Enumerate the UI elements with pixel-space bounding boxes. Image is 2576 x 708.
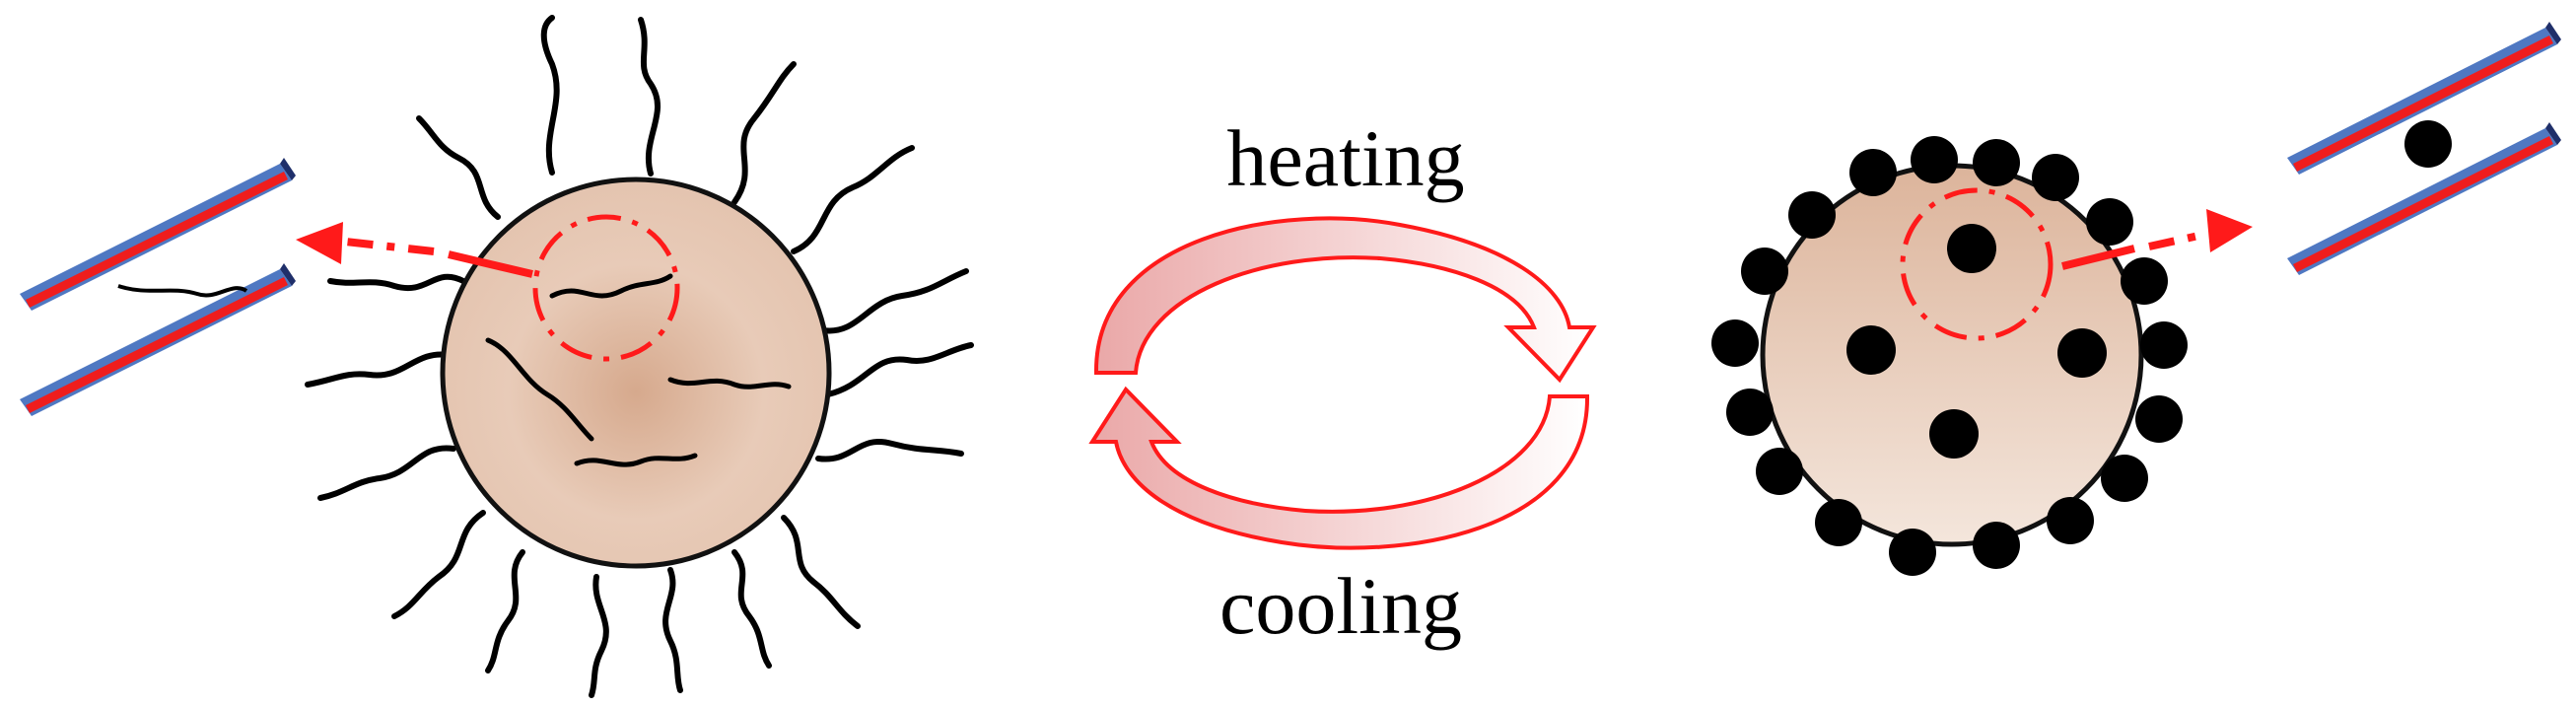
globule [1788, 191, 1836, 239]
globule [2086, 198, 2133, 246]
zoom-circle [1900, 187, 2054, 341]
polymer-chain [391, 510, 486, 619]
right-rod-pair [2287, 22, 2561, 275]
globule [1741, 248, 1788, 295]
globule [2032, 154, 2079, 201]
globule [1815, 499, 1862, 546]
zoom-leader-line [448, 250, 533, 278]
polymer-chain [327, 273, 466, 291]
polymer-chain [825, 342, 974, 397]
rod-bottom [20, 263, 296, 416]
polymer-chain [549, 273, 673, 299]
zoom-arrowhead [296, 222, 343, 264]
cooling-arrow[interactable] [1088, 386, 1590, 550]
globule [2101, 455, 2148, 502]
polymer-chain [540, 15, 560, 176]
polymer-chain [485, 549, 525, 673]
heating-arrow[interactable] [1093, 216, 1597, 384]
polymer-chain [781, 515, 861, 629]
polymer-chain [662, 567, 683, 693]
globule [1929, 409, 1979, 459]
globule [2047, 497, 2094, 544]
particle-core [440, 177, 832, 569]
globule [1849, 149, 1897, 196]
zoom-leader-line [2061, 245, 2135, 270]
zoom-pointer-line [2148, 231, 2204, 250]
globule [2121, 257, 2168, 305]
globule [1973, 522, 2020, 569]
polymer-chain [574, 453, 698, 467]
rod-top [2287, 22, 2561, 175]
globule [1726, 389, 1774, 436]
outer-polymer-chains [305, 15, 974, 698]
polymer-chain [305, 351, 452, 388]
extended-chain-particle [296, 15, 974, 698]
polymer-chain [638, 17, 661, 177]
polymer-chain [416, 115, 501, 220]
polymer-chain [485, 337, 594, 442]
zoom-pointer-line [344, 238, 435, 255]
inner-globules [1846, 224, 2107, 459]
polymer-chain [791, 145, 915, 254]
rod-top [20, 158, 296, 311]
globule [1973, 139, 2020, 186]
globule [2140, 321, 2188, 369]
globule [1889, 529, 1936, 576]
zoom-arrowhead [2206, 209, 2253, 252]
heating-label: heating [1226, 113, 1464, 203]
polymer-chain [820, 268, 969, 334]
globule [1947, 224, 1996, 273]
left-rod-pair [20, 158, 296, 416]
collapsed-particle [1711, 136, 2253, 576]
rod-bottom [2287, 122, 2561, 275]
cooling-label: cooling [1219, 561, 1462, 651]
extended-chain [117, 284, 248, 298]
globule [2057, 328, 2107, 378]
zoom-circle [532, 214, 680, 362]
inner-polymer-chains [485, 273, 792, 467]
surface-globules [1711, 136, 2188, 576]
polymer-chain [317, 445, 456, 501]
thermal-cycle: heating cooling [1088, 113, 1597, 651]
globule [2135, 395, 2183, 443]
polymer-chain [589, 574, 609, 698]
globule [1846, 325, 1896, 375]
globule [1911, 136, 1958, 183]
globule [1711, 319, 1759, 367]
polymer-chain [731, 549, 772, 669]
polymer-chain [815, 439, 964, 462]
polymer-chain [667, 377, 792, 389]
polymer-chain [731, 61, 797, 205]
globule [1756, 448, 1803, 495]
collapsed-globule [2404, 120, 2452, 168]
